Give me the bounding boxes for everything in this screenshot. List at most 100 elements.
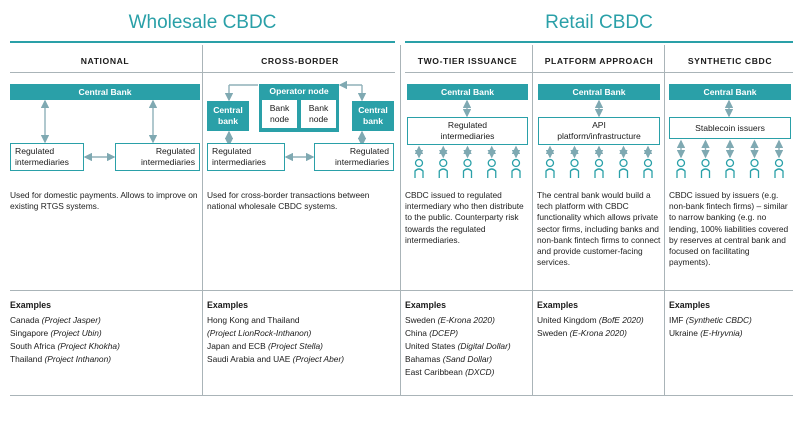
example-country: Thailand xyxy=(10,354,45,364)
example-item: United Kingdom (BofE 2020) xyxy=(537,314,644,327)
description-platform: The central bank would build a tech plat… xyxy=(537,190,661,268)
central-bank-box: Central bank xyxy=(352,101,394,131)
separator xyxy=(400,45,401,395)
example-project: (E-Krona 2020) xyxy=(569,328,627,338)
example-item: Bahamas (Sand Dollar) xyxy=(405,353,511,366)
examples-heading: Examples xyxy=(537,300,579,310)
person-icon xyxy=(700,158,711,178)
person-icon xyxy=(438,158,448,178)
example-project: (Project Stella) xyxy=(268,341,323,351)
retail-rule xyxy=(405,41,793,43)
example-item: (Project LionRock-Inthanon) xyxy=(207,327,344,340)
operator-node-label: Operator node xyxy=(269,86,329,96)
example-project: (E-Krona 2020) xyxy=(437,315,495,325)
example-item: Sweden (E-Krona 2020) xyxy=(405,314,511,327)
col-title-national: NATIONAL xyxy=(80,56,130,66)
regulated-intermediaries-box: Regulated intermediaries xyxy=(407,117,528,145)
example-country: Saudi Arabia and UAE xyxy=(207,354,293,364)
central-bank-box: Central Bank xyxy=(407,84,528,100)
example-country: China xyxy=(405,328,430,338)
examples-list: Sweden (E-Krona 2020)China (DCEP)United … xyxy=(405,314,511,379)
examples-list: Canada (Project Jasper)Singapore (Projec… xyxy=(10,314,120,366)
example-item: Canada (Project Jasper) xyxy=(10,314,120,327)
wholesale-title: Wholesale CBDC xyxy=(128,12,277,33)
example-project: (Sand Dollar) xyxy=(442,354,493,364)
example-project: (DCEP) xyxy=(429,328,459,338)
person-icon xyxy=(749,158,760,178)
example-item: Thailand (Project Inthanon) xyxy=(10,353,120,366)
person-icon xyxy=(725,158,735,178)
example-project: (Project LionRock-Inthanon) xyxy=(207,328,312,338)
example-country: South Africa xyxy=(10,341,58,351)
example-project: (Project Inthanon) xyxy=(44,354,112,364)
person-icon xyxy=(545,158,555,178)
example-item: Japan and ECB (Project Stella) xyxy=(207,340,344,353)
example-project: (DXCD) xyxy=(465,367,495,377)
examples-heading: Examples xyxy=(669,300,711,310)
description-national: Used for domestic payments. Allows to im… xyxy=(10,190,198,212)
description-synthetic: CBDC issued by issuers (e.g. non-bank fi… xyxy=(669,190,789,268)
central-bank-box: Central Bank xyxy=(538,84,660,100)
example-project: (Synthetic CBDC) xyxy=(685,315,752,325)
central-bank-box: Central Bank xyxy=(669,84,791,100)
col-title-synthetic: SYNTHETIC CBDC xyxy=(687,56,773,66)
description-two-tier: CBDC issued to regulated intermediary wh… xyxy=(405,190,524,245)
examples-heading: Examples xyxy=(207,300,249,310)
example-country: Ukraine xyxy=(669,328,701,338)
examples-heading: Examples xyxy=(10,300,52,310)
separator xyxy=(10,72,395,73)
example-project: (Digital Dollar) xyxy=(457,341,511,351)
example-country: East Caribbean xyxy=(405,367,466,377)
example-country: Hong Kong and Thailand xyxy=(207,315,300,325)
example-item: Sweden (E-Krona 2020) xyxy=(537,327,644,340)
example-country: Canada xyxy=(10,315,42,325)
person-icon xyxy=(414,158,424,178)
example-item: Saudi Arabia and UAE (Project Aber) xyxy=(207,353,344,366)
example-item: Singapore (Project Ubin) xyxy=(10,327,120,340)
example-country: United States xyxy=(405,341,458,351)
example-item: East Caribbean (DXCD) xyxy=(405,366,511,379)
separator xyxy=(405,72,793,73)
example-item: China (DCEP) xyxy=(405,327,511,340)
separator xyxy=(532,45,533,395)
separator xyxy=(664,45,665,395)
col-title-two-tier: TWO-TIER ISSUANCE xyxy=(417,56,518,66)
person-icon xyxy=(569,158,580,178)
col-title-platform: PLATFORM APPROACH xyxy=(544,56,654,66)
separator xyxy=(10,290,793,291)
central-bank-box: Central bank xyxy=(207,101,249,131)
separator xyxy=(10,395,793,396)
person-icon xyxy=(774,158,784,178)
api-platform-box: API platform/infrastructure xyxy=(538,117,660,145)
example-project: (Project Aber) xyxy=(292,354,345,364)
regulated-intermediaries-box: Regulated intermediaries xyxy=(314,143,394,171)
examples-list: Hong Kong and Thailand (Project LionRock-… xyxy=(207,314,344,366)
example-country: Japan and ECB xyxy=(207,341,268,351)
example-project: (Project Ubin) xyxy=(50,328,102,338)
examples-list: IMF (Synthetic CBDC)Ukraine (E-Hryvnia) xyxy=(669,314,752,340)
example-project: (E-Hryvnia) xyxy=(700,328,743,338)
example-project: (BofE 2020) xyxy=(598,315,644,325)
wholesale-rule xyxy=(10,41,395,43)
person-icon xyxy=(511,158,521,178)
separator xyxy=(202,45,203,395)
person-icon xyxy=(618,158,629,178)
bank-node-box: Bank node xyxy=(262,100,297,128)
example-project: (Project Khokha) xyxy=(57,341,120,351)
stablecoin-issuers-box: Stablecoin issuers xyxy=(669,117,791,139)
examples-heading: Examples xyxy=(405,300,447,310)
person-icon xyxy=(643,158,653,178)
example-country: United Kingdom xyxy=(537,315,599,325)
central-bank-box: Central Bank xyxy=(10,84,200,100)
example-item: Ukraine (E-Hryvnia) xyxy=(669,327,752,340)
example-item: Hong Kong and Thailand xyxy=(207,314,344,327)
example-item: South Africa (Project Khokha) xyxy=(10,340,120,353)
example-country: Sweden xyxy=(405,315,438,325)
regulated-intermediaries-box: Regulated intermediaries xyxy=(115,143,200,171)
person-icon xyxy=(594,158,604,178)
example-item: IMF (Synthetic CBDC) xyxy=(669,314,752,327)
example-country: Singapore xyxy=(10,328,51,338)
example-item: United States (Digital Dollar) xyxy=(405,340,511,353)
person-icon xyxy=(676,158,686,178)
